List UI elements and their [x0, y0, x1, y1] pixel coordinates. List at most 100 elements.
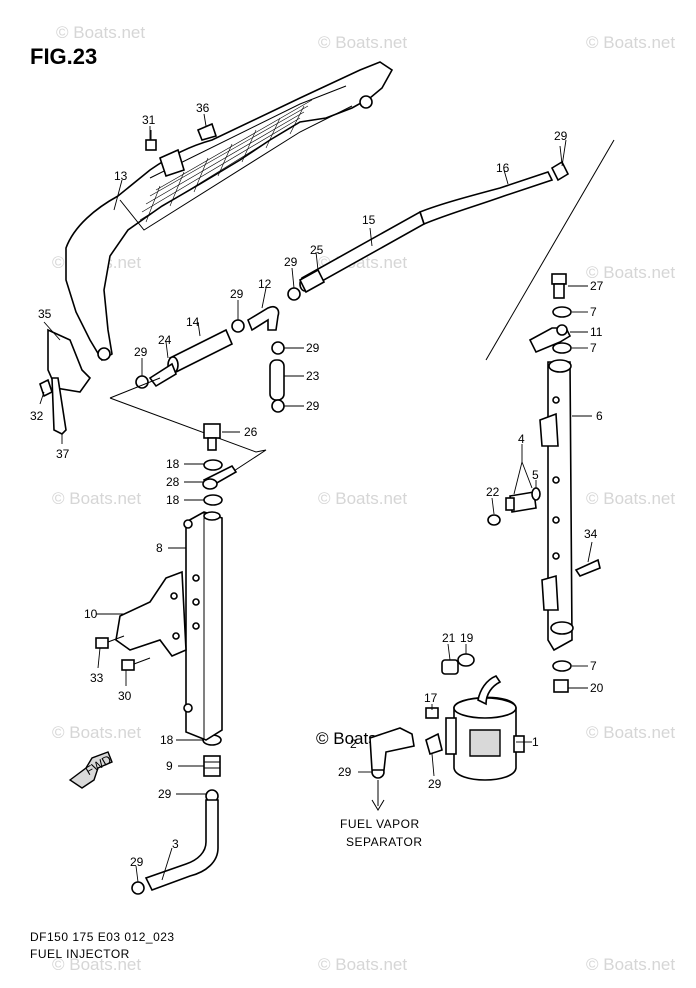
- watermark: © Boats.net: [56, 23, 145, 42]
- watermark: © Boats.net: [52, 955, 141, 974]
- watermark: © Boats.net: [52, 489, 141, 508]
- callout-29j: 29: [428, 777, 442, 791]
- callout-19: 19: [460, 631, 474, 645]
- callout-27: 27: [590, 279, 604, 293]
- callout-7b: 7: [590, 341, 597, 355]
- crosshatch: [139, 99, 313, 223]
- callout-7c: 7: [590, 659, 597, 673]
- part-37-bracket: [39, 377, 67, 435]
- watermark: © Boats.net: [586, 263, 675, 282]
- part-31-bolt: [145, 130, 157, 151]
- clamps-29: [131, 160, 570, 895]
- callout-12: 12: [258, 277, 272, 291]
- callout-29f: 29: [306, 399, 320, 413]
- part-22-seal: [487, 514, 501, 526]
- callout-29i: 29: [338, 765, 352, 779]
- callout-18a: 18: [166, 457, 180, 471]
- callout-29g: 29: [158, 787, 172, 801]
- callout-29e: 29: [306, 341, 320, 355]
- callout-3: 3: [172, 837, 179, 851]
- watermark-layer: © Boats.net © Boats.net © Boats.net © Bo…: [52, 23, 675, 974]
- callout-6: 6: [596, 409, 603, 423]
- watermark: © Boats.net: [586, 723, 675, 742]
- part-23-hose: [269, 359, 285, 401]
- callout-10: 10: [84, 607, 98, 621]
- callout-17: 17: [424, 691, 438, 705]
- callout-2: 2: [350, 737, 357, 751]
- part-21-grommet: [441, 659, 459, 675]
- callout-7a: 7: [590, 305, 597, 319]
- part-34-bolt: [574, 558, 601, 577]
- callout-30: 30: [118, 689, 132, 703]
- part-26-bolt: [203, 423, 221, 451]
- callout-24: 24: [158, 333, 172, 347]
- part-1-separator: [445, 675, 525, 781]
- callout-13: 13: [114, 169, 128, 183]
- watermark: © Boats.net: [586, 33, 675, 52]
- watermark: © Boats.net: [318, 489, 407, 508]
- part-9-fitting: [203, 755, 221, 777]
- callout-36: 36: [196, 101, 210, 115]
- part-12-elbow: [247, 305, 280, 332]
- part-28: [202, 464, 238, 490]
- part-11-fitting: [528, 324, 572, 354]
- callout-18c: 18: [160, 733, 174, 747]
- callout-9: 9: [166, 759, 173, 773]
- part-10-bracket: [115, 570, 187, 657]
- figure-code: DF150 175 E03 012_023: [30, 930, 175, 944]
- part-4-injector: [505, 491, 537, 513]
- leader-lines: [39, 113, 593, 883]
- part-8-rail: [183, 511, 223, 741]
- callout-11: 11: [590, 325, 603, 339]
- callout-32: 32: [30, 409, 44, 423]
- callout-37: 37: [56, 447, 70, 461]
- callout-29h: 29: [130, 855, 144, 869]
- callout-31: 31: [142, 113, 156, 127]
- part-13-cover: [47, 61, 394, 393]
- fuel-vapor-line1: FUEL VAPOR: [340, 817, 420, 831]
- callout-15: 15: [362, 213, 376, 227]
- fuel-vapor-note: FUEL VAPOR SEPARATOR: [340, 817, 423, 849]
- part-27-bolt: [551, 273, 567, 299]
- callout-1: 1: [532, 735, 539, 749]
- callout-35: 35: [38, 307, 52, 321]
- callout-25: 25: [310, 243, 324, 257]
- callout-16: 16: [496, 161, 510, 175]
- callout-labels: 1 2 3 4 5 6 7 7 7 8 9 10 11 12 13 14 15 …: [30, 101, 604, 869]
- watermark: © Boats.net: [52, 723, 141, 742]
- part-3-hose: [144, 799, 219, 891]
- arrow-down: [371, 780, 385, 811]
- callout-8: 8: [156, 541, 163, 555]
- part-20-plug: [553, 679, 569, 693]
- callout-29a: 29: [554, 129, 568, 143]
- watermark: © Boats.net: [318, 33, 407, 52]
- part-16-hose: [419, 171, 554, 226]
- callout-29c: 29: [230, 287, 244, 301]
- figure-title: FIG.23: [30, 44, 98, 69]
- part-36-grommet: [196, 122, 218, 141]
- callout-28: 28: [166, 475, 180, 489]
- part-14-pipe: [148, 328, 234, 388]
- callout-21: 21: [442, 631, 456, 645]
- part-5-o-ring: [531, 487, 541, 501]
- guide-lines: [109, 139, 615, 485]
- washers-7: [552, 306, 572, 672]
- fuel-vapor-line2: SEPARATOR: [346, 835, 423, 849]
- callout-26: 26: [244, 425, 258, 439]
- callout-14: 14: [186, 315, 200, 329]
- callout-20: 20: [590, 681, 604, 695]
- callout-22: 22: [486, 485, 500, 499]
- fwd-arrow: FWD: [68, 751, 114, 789]
- watermark: © Boats.net: [586, 489, 675, 508]
- callout-4: 4: [518, 432, 525, 446]
- part-2-hose: [369, 727, 415, 771]
- part-30-bolt: [121, 657, 151, 671]
- part-19-grommet: [457, 653, 475, 667]
- watermark: © Boats.net: [318, 955, 407, 974]
- part-6-rail: [539, 359, 574, 652]
- callout-29b: 29: [284, 255, 298, 269]
- callout-5: 5: [532, 468, 539, 482]
- part-33-bolt: [95, 635, 125, 649]
- callout-29d: 29: [134, 345, 148, 359]
